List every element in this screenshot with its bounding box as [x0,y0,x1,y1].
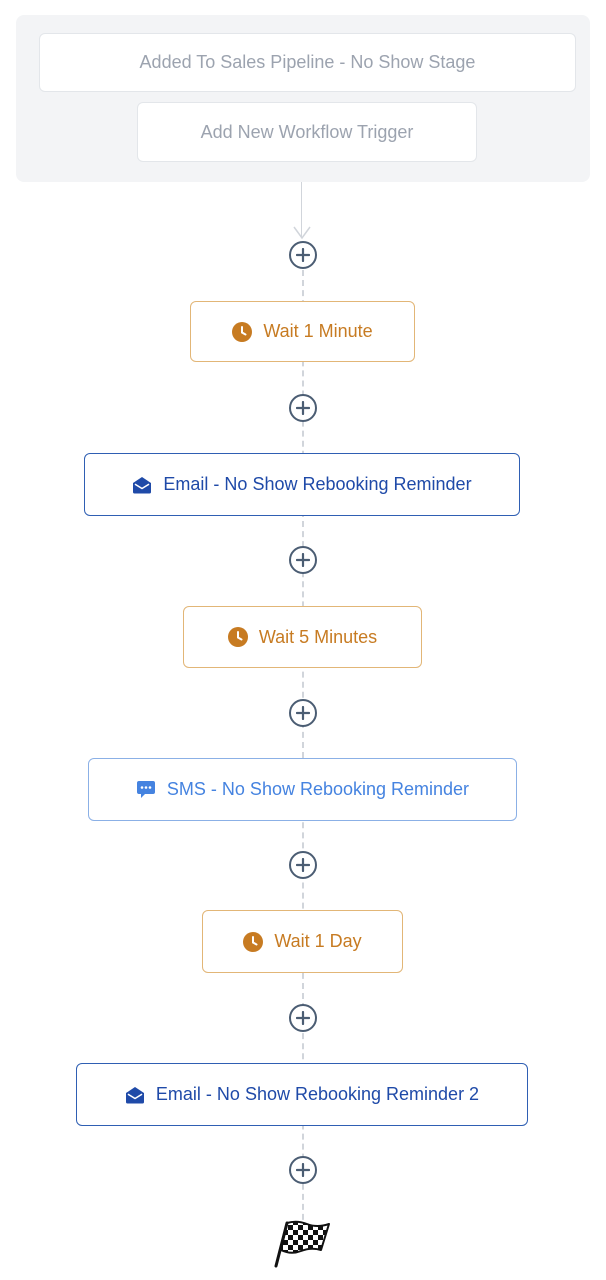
workflow-connector-line [302,270,304,1240]
checkered-flag-icon [274,1220,330,1268]
add-action-button[interactable] [289,241,317,269]
add-action-button[interactable] [289,851,317,879]
plus-icon [296,401,310,415]
step-label: Wait 5 Minutes [258,626,378,647]
workflow-trigger-label: Added To Sales Pipeline - No Show Stage [139,52,476,72]
add-workflow-trigger-label: Add New Workflow Trigger [200,121,414,142]
step-label: Wait 1 Day [274,931,362,951]
email-step-node[interactable]: Email - No Show Rebooking Reminder [84,453,520,516]
add-action-button[interactable] [289,1004,317,1032]
envelope-icon [132,476,152,494]
sms-step-node[interactable]: SMS - No Show Rebooking Reminder [88,758,517,821]
wait-step-node[interactable]: Wait 1 Minute [190,301,415,362]
clock-icon [227,627,248,647]
add-action-button[interactable] [289,394,317,422]
clock-icon [232,321,253,342]
step-label: SMS - No Show Rebooking Reminder [166,779,470,799]
wait-step-node[interactable]: Wait 5 Minutes [183,606,422,668]
envelope-icon [125,1086,145,1104]
step-label: Email - No Show Rebooking Reminder [163,474,472,494]
step-label: Email - No Show Rebooking Reminder 2 [155,1084,480,1104]
plus-icon [296,706,310,720]
plus-icon [296,1163,310,1177]
plus-icon [296,1011,310,1025]
step-label: Wait 1 Minute [263,321,373,341]
add-action-button[interactable] [289,699,317,727]
email-step-node[interactable]: Email - No Show Rebooking Reminder 2 [76,1063,528,1126]
arrow-down-icon [293,226,311,240]
add-action-button[interactable] [289,546,317,574]
trigger-connector-line [301,182,302,238]
chat-bubble-icon [136,780,156,799]
clock-icon [243,931,264,952]
workflow-trigger-card[interactable]: Added To Sales Pipeline - No Show Stage [39,33,576,92]
add-action-button[interactable] [289,1156,317,1184]
plus-icon [296,553,310,567]
wait-step-node[interactable]: Wait 1 Day [202,910,403,973]
add-workflow-trigger-button[interactable]: Add New Workflow Trigger [137,102,477,162]
plus-icon [296,248,310,262]
plus-icon [296,858,310,872]
